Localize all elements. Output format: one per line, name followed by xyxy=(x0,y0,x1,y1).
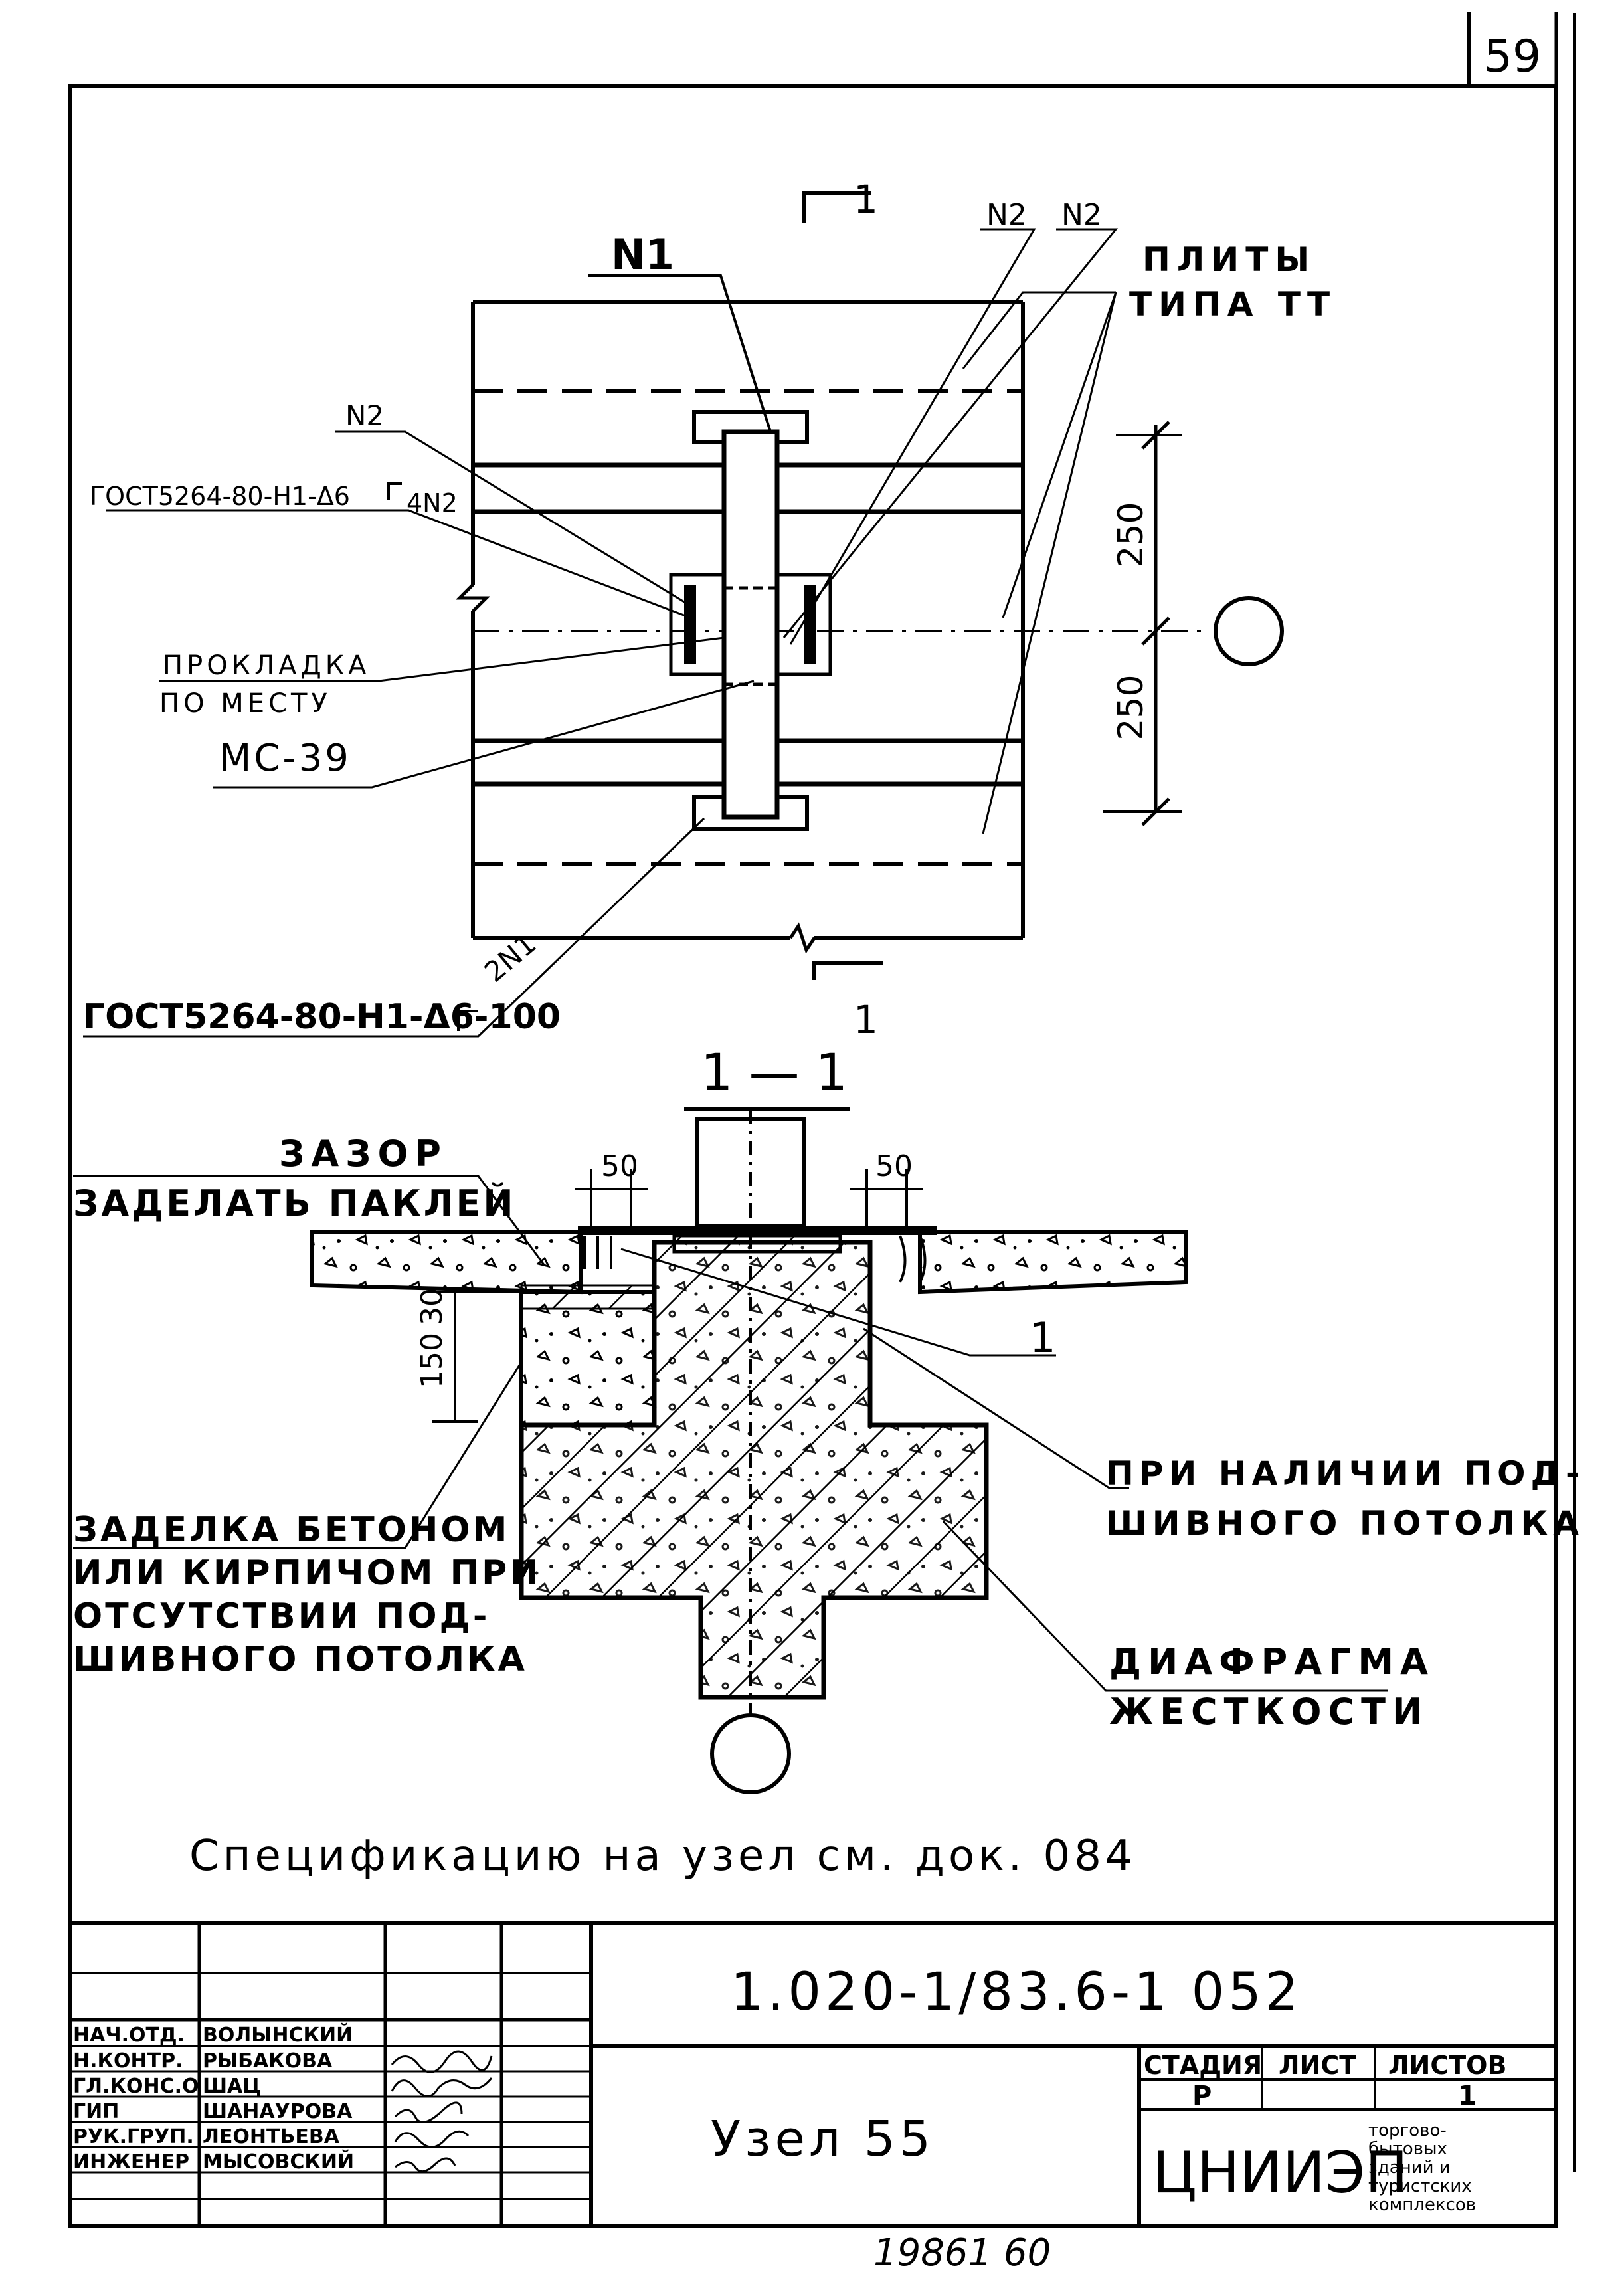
staff-role: РУК.ГРУП. xyxy=(73,2125,194,2148)
spec-note: Спецификацию на узел см. док. 084 xyxy=(189,1832,1136,1881)
label-ceiling-1: ПРИ НАЛИЧИИ ПОД- xyxy=(1106,1454,1585,1493)
plan-view: 1 1 250 250 N1 N2 N2 ПЛИТЫ ТИПА ТТ N2 ГО… xyxy=(83,177,1336,1042)
staff-role: НАЧ.ОТД. xyxy=(73,2024,185,2047)
dim-left-50: 50 xyxy=(601,1149,638,1183)
label-gost-top-tag: 4N2 xyxy=(406,488,458,518)
dim-30: 30 xyxy=(415,1288,449,1325)
staff-role: ГИП xyxy=(73,2100,119,2123)
dim-right-50: 50 xyxy=(875,1149,913,1183)
label-diaphragm-2: ЖЕСТКОСТИ xyxy=(1109,1691,1429,1733)
label-gap-2: ЗАДЕЛАТЬ ПАКЛЕЙ xyxy=(73,1183,516,1224)
axis-marker-bottom xyxy=(710,1713,791,1794)
sheet-header: ЛИСТ xyxy=(1279,2051,1356,2080)
sheets-header: ЛИСТОВ xyxy=(1388,2051,1506,2080)
label-gap-1: ЗАЗОР xyxy=(279,1133,448,1175)
staff-name: ВОЛЫНСКИЙ xyxy=(203,2023,353,2047)
label-pad-2: ПО МЕСТУ xyxy=(159,688,331,719)
label-slabs-2: ТИПА ТТ xyxy=(1129,285,1336,324)
org-detail-3: зданий и xyxy=(1368,2158,1451,2178)
label-n2-b: N2 xyxy=(1061,198,1102,232)
node-title: Узел 55 xyxy=(711,2111,935,2168)
staff-name: РЫБАКОВА xyxy=(203,2049,333,2073)
sheets-value: 1 xyxy=(1458,2081,1477,2111)
callout-1: 1 xyxy=(1030,1313,1055,1362)
label-slabs-1: ПЛИТЫ xyxy=(1142,240,1316,279)
dim-150: 150 xyxy=(415,1333,449,1388)
label-gost-top: ГОСТ5264-80-Н1-Δ6 xyxy=(90,482,350,511)
label-fill-3: ОТСУТСТВИИ ПОД- xyxy=(73,1596,490,1636)
axis-marker xyxy=(1214,596,1284,666)
label-pad-1: ПРОКЛАДКА xyxy=(163,650,371,681)
label-mc: МС-39 xyxy=(219,737,351,780)
org-detail-4: туристских xyxy=(1368,2176,1472,2196)
label-fill-1: ЗАДЕЛКА БЕТОНОМ xyxy=(73,1510,509,1550)
staff-name: МЫСОВСКИЙ xyxy=(203,2150,354,2174)
label-n2-a: N2 xyxy=(986,198,1027,232)
section-mark-top: 1 xyxy=(854,177,878,222)
org-detail-5: комплексов xyxy=(1368,2195,1476,2215)
label-diaphragm-1: ДИАФРАГМА xyxy=(1109,1641,1435,1683)
title-block: 1.020-1/83.6-1 052 Узел 55 СТАДИЯ ЛИСТ Л… xyxy=(70,1921,1556,2226)
staff-role: ГЛ.КОНС.О xyxy=(73,2075,199,2098)
staff-role: ИНЖЕНЕР xyxy=(73,2150,189,2174)
label-n1: N1 xyxy=(611,231,674,279)
section-mark-bottom: 1 xyxy=(854,997,878,1042)
footer-number: 19861 60 xyxy=(873,2231,1051,2275)
doc-code: 1.020-1/83.6-1 052 xyxy=(731,1962,1302,2022)
dim-upper: 250 xyxy=(1111,502,1151,567)
stage-header: СТАДИЯ xyxy=(1144,2051,1262,2080)
signatures xyxy=(391,2050,493,2172)
staff-name: ШАНАУРОВА xyxy=(203,2100,353,2123)
staff-name: ШАЦ xyxy=(203,2075,261,2098)
label-n2-left: N2 xyxy=(345,399,384,432)
section-title: 1 — 1 xyxy=(701,1042,848,1101)
org-name: ЦНИИЭП xyxy=(1152,2140,1408,2206)
staff-name: ЛЕОНТЬЕВА xyxy=(203,2125,340,2148)
org-detail-2: бытовых xyxy=(1368,2139,1447,2159)
label-gost-bottom: ГОСТ5264-80-Н1-Δ6-100 xyxy=(83,997,561,1037)
label-fill-2: ИЛИ КИРПИЧОМ ПРИ xyxy=(73,1553,541,1593)
label-fill-4: ШИВНОГО ПОТОЛКА xyxy=(73,1640,527,1679)
org-detail-1: торгово- xyxy=(1368,2121,1447,2140)
page-number: 59 xyxy=(1484,31,1542,83)
sheet-frame xyxy=(68,84,1558,2228)
label-ceiling-2: ШИВНОГО ПОТОЛКА xyxy=(1106,1504,1584,1543)
staff-role: Н.КОНТР. xyxy=(73,2049,183,2073)
section-view: 1 — 1 50 50 150 xyxy=(73,1042,1585,1794)
stage-value: Р xyxy=(1192,2081,1212,2111)
dim-lower: 250 xyxy=(1111,674,1151,740)
